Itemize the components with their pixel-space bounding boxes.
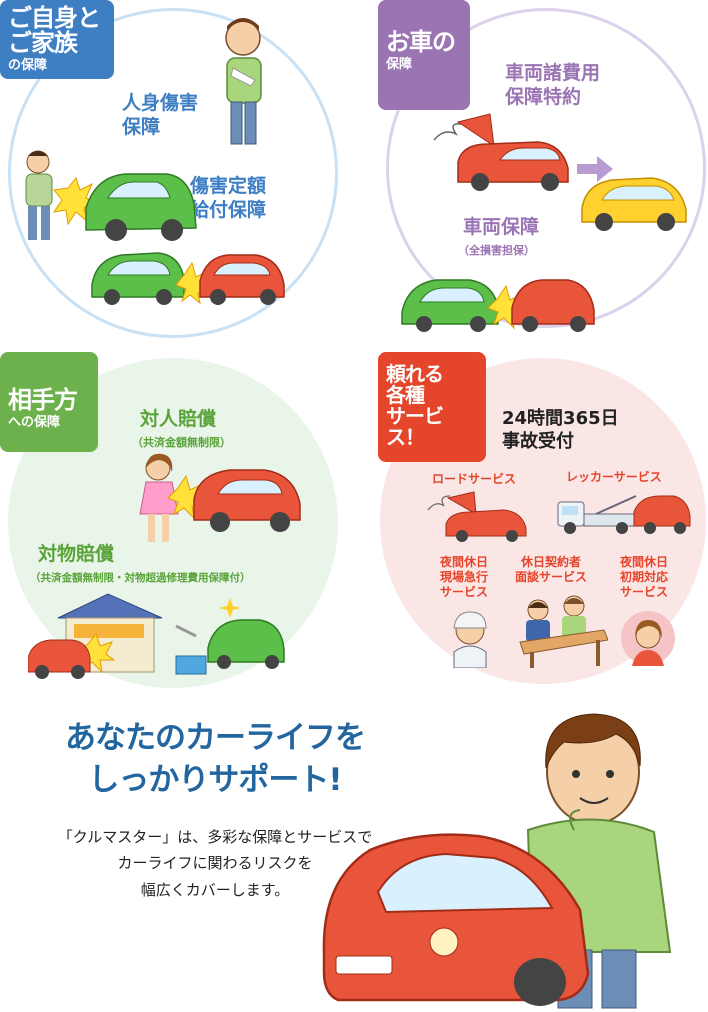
- family-protection-tag: ご自身と ご家族 の保障: [0, 0, 114, 80]
- label-line: サービス: [440, 585, 489, 599]
- label-line: 初期対応: [620, 570, 669, 584]
- tag-line-1: お車の: [386, 28, 456, 56]
- label-line: 給付保障: [190, 198, 267, 221]
- tag-line-3: の保障: [8, 58, 48, 74]
- pedestrian-woman-car-illustration: [139, 453, 301, 542]
- vehicle-coverage-label: 車両保障: [463, 216, 540, 238]
- label-line: 夜間休日: [620, 555, 669, 569]
- injured-man-illustration: [225, 18, 262, 145]
- label-line: 休日契約者: [521, 555, 582, 569]
- accident-reception-headline: 24時間365日 事故受付: [502, 408, 619, 453]
- car-protection-tag: お車の 保障: [378, 0, 470, 110]
- vehicle-coverage-sub: （全損害担保）: [458, 244, 535, 257]
- third-party-tag: 相手方 への保障: [0, 352, 98, 452]
- tag-line-2: への保障: [8, 415, 61, 431]
- description-text: 「クルマスター」は、多彩な保障とサービスで カーライフに関わるリスクを 幅広くカ…: [30, 824, 400, 903]
- night-holiday-initial-label: 夜間休日 初期対応 サービス: [620, 555, 668, 600]
- description-line: 幅広くカバーします。: [140, 880, 290, 899]
- bodily-injury-liability-label: 対人賠償: [140, 408, 217, 430]
- property-damage-liability-sub: （共済金額無制限・対物超過修理費用保障付）: [30, 572, 251, 584]
- label-line: サービス: [620, 585, 669, 599]
- staff-helmet-illustration: [453, 611, 487, 668]
- tow-service-label: レッカーサービス: [566, 470, 662, 484]
- headline-line: 24時間365日: [502, 408, 619, 429]
- label-line: 車両諸費用: [505, 62, 601, 84]
- thinking-man-with-car-illustration: [322, 713, 672, 1009]
- tag-line-1: ご自身と: [8, 4, 101, 32]
- description-line: カーライフに関わるリスクを: [117, 854, 313, 873]
- headline-line: あなたのカーライフを: [65, 720, 366, 756]
- night-holiday-dispatch-label: 夜間休日 現場急行 サービス: [440, 555, 488, 600]
- tag-line-2: ご家族: [8, 29, 78, 58]
- label-line: 現場急行: [440, 570, 489, 584]
- total-loss-collision-illustration: [401, 279, 595, 332]
- broken-car-illustration: [433, 113, 569, 191]
- fixed-injury-benefit-label: 傷害定額 給付保障: [190, 175, 266, 223]
- tow-truck-illustration: [557, 495, 691, 534]
- operator-woman-illustration: [621, 611, 675, 666]
- label-line: 面談サービス: [515, 570, 588, 584]
- services-tag: 頼れる 各種 サービス！: [378, 352, 486, 462]
- headline-line: しっかりサポート!: [88, 761, 342, 798]
- description-line: 「クルマスター」は、多彩な保障とサービスで: [57, 828, 373, 846]
- tag-line-2: 各種: [386, 383, 425, 407]
- road-service-label: ロードサービス: [432, 472, 517, 486]
- rental-car-illustration: [581, 177, 687, 231]
- label-line: 保障特約: [505, 85, 582, 108]
- bodily-injury-liability-sub: （共済金額無制限）: [132, 436, 231, 449]
- tag-line-3: サービス！: [386, 404, 444, 449]
- two-car-collision-illustration: [91, 252, 285, 305]
- label-line: 傷害定額: [190, 175, 267, 197]
- house-damage-illustration: [28, 593, 285, 679]
- tag-line-1: 頼れる: [386, 362, 444, 386]
- accident-pedestrian-illustration: [25, 150, 197, 241]
- property-damage-liability-label: 対物賠償: [38, 543, 115, 565]
- road-service-car-illustration: [427, 491, 527, 542]
- headline-line: 事故受付: [502, 430, 574, 452]
- label-line: 夜間休日: [440, 555, 489, 569]
- vehicle-expenses-label: 車両諸費用 保障特約: [505, 62, 600, 110]
- main-headline: あなたのカーライフを しっかりサポート!: [40, 718, 390, 802]
- label-line: 人身傷害: [122, 92, 199, 114]
- tag-line-1: 相手方: [8, 386, 78, 414]
- label-line: 保障: [122, 115, 161, 138]
- arrow-to-rental-icon: [577, 156, 613, 182]
- holiday-meeting-label: 休日契約者 面談サービス: [515, 555, 587, 585]
- personal-injury-label: 人身傷害 保障: [122, 92, 198, 140]
- tag-line-2: 保障: [386, 57, 413, 73]
- meeting-table-illustration: [519, 595, 608, 668]
